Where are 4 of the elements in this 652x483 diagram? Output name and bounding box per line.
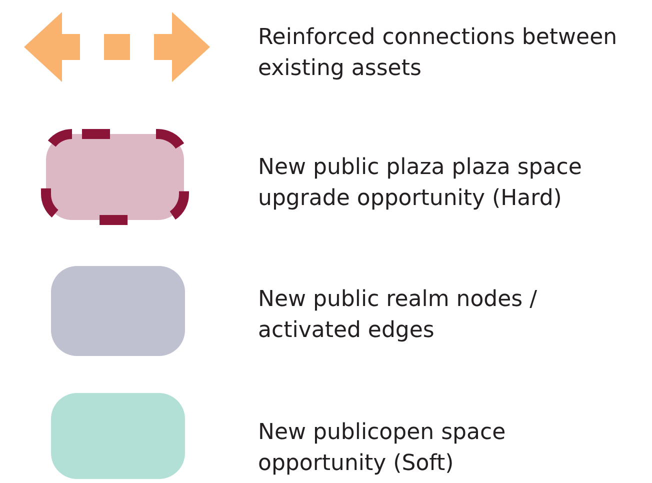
legend-text: New public plaza plaza space upgrade opportunity (Hard) xyxy=(258,154,583,213)
legend-text: New publicopen space opportunity (Soft) xyxy=(258,419,507,478)
legend-text: New public realm nodes / activated edges xyxy=(258,286,538,345)
legend-text: Reinforced connections between existing assets xyxy=(258,24,618,83)
